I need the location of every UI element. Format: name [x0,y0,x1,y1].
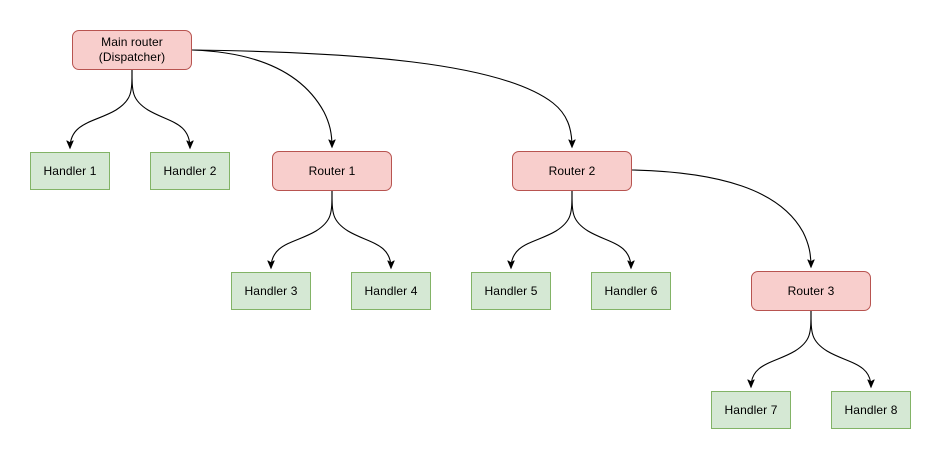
edge-router-2-to-handler-6 [571,190,631,268]
edge-router-2-to-router-3 [631,169,811,267]
node-router-2[interactable]: Router 2 [512,151,632,191]
node-label-router-2: Router 2 [548,163,596,178]
node-label-router-1: Router 1 [308,163,356,178]
node-label-handler-8: Handler 8 [844,402,898,417]
node-label-handler-7: Handler 7 [724,402,778,417]
edge-main-to-router-2 [191,49,572,147]
node-label-handler-4: Handler 4 [364,283,418,298]
node-label-main-router: Main router (Dispatcher) [98,35,166,64]
node-handler-6[interactable]: Handler 6 [591,272,671,310]
node-handler-5[interactable]: Handler 5 [471,272,551,310]
node-handler-8[interactable]: Handler 8 [831,391,911,429]
node-handler-1[interactable]: Handler 1 [30,152,110,190]
edge-router-3-to-handler-8 [810,310,871,387]
node-handler-7[interactable]: Handler 7 [711,391,791,429]
node-handler-2[interactable]: Handler 2 [150,152,230,190]
node-router-3[interactable]: Router 3 [751,271,871,311]
node-handler-4[interactable]: Handler 4 [351,272,431,310]
edge-main-to-router-1 [191,49,332,147]
node-label-handler-5: Handler 5 [484,283,538,298]
edge-router-1-to-handler-4 [331,190,391,268]
node-label-handler-1: Handler 1 [43,163,97,178]
edge-router-1-to-handler-3 [271,190,333,268]
edge-router-2-to-handler-5 [511,190,573,268]
edge-main-to-handler-2 [131,69,190,148]
node-label-handler-3: Handler 3 [244,283,298,298]
node-main-router[interactable]: Main router (Dispatcher) [72,30,192,70]
edge-router-3-to-handler-7 [751,310,812,387]
node-label-handler-6: Handler 6 [604,283,658,298]
node-label-router-3: Router 3 [787,283,835,298]
edge-main-to-handler-1 [70,69,133,148]
node-label-handler-2: Handler 2 [163,163,217,178]
node-router-1[interactable]: Router 1 [272,151,392,191]
node-handler-3[interactable]: Handler 3 [231,272,311,310]
